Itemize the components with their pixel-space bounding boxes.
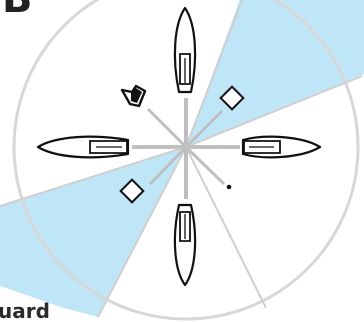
top-left-text-fragment: B xyxy=(2,0,33,22)
bottom-left-text-fragment: uard xyxy=(0,299,50,322)
tiny-dot-icon xyxy=(227,185,232,190)
